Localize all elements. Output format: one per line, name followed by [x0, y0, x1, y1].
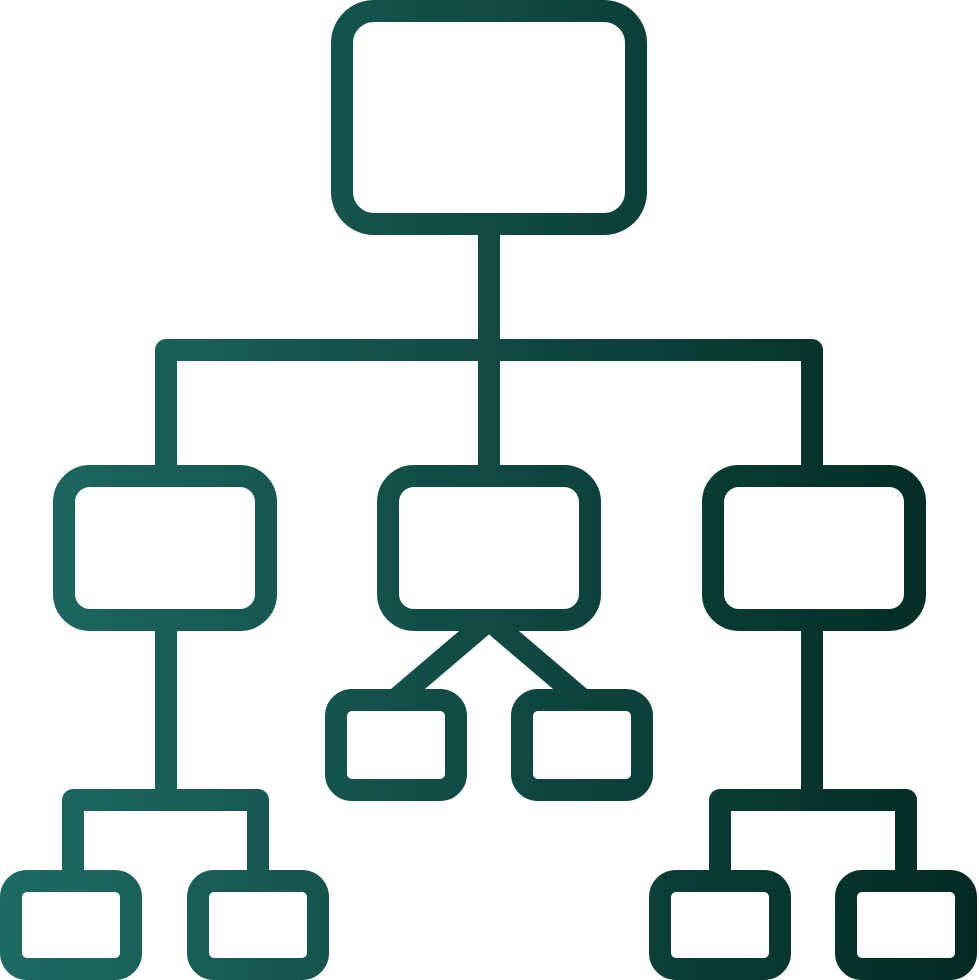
node-right — [702, 465, 926, 631]
node-right-b — [835, 870, 977, 980]
node-center — [377, 465, 601, 631]
connector-left-bus — [62, 789, 269, 881]
node-left-b — [187, 870, 329, 980]
connector-right-bus — [709, 789, 917, 881]
node-left — [53, 465, 277, 631]
connector-lines — [62, 224, 917, 881]
connector-center-fork — [387, 609, 591, 709]
node-left-a — [0, 870, 142, 980]
node-center-b — [511, 689, 653, 801]
node-right-a — [649, 870, 791, 980]
node-root — [331, 0, 647, 235]
node-center-a — [325, 689, 467, 801]
